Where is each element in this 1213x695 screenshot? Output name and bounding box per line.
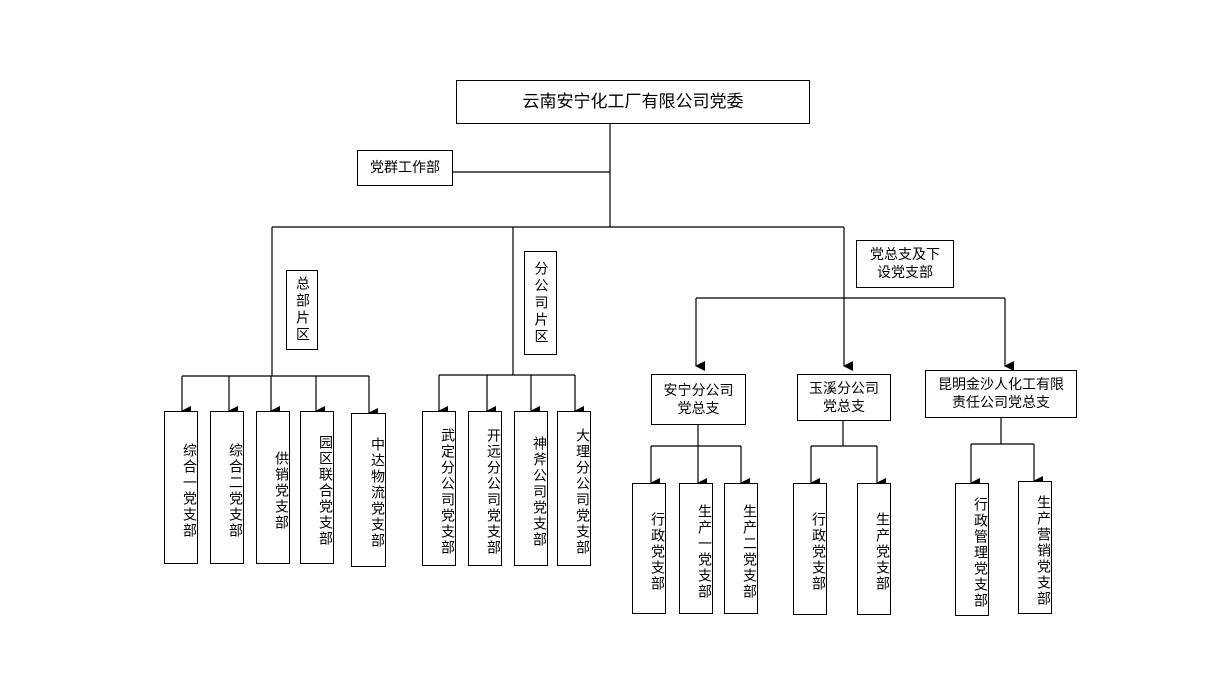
hq-branch-node: 综合一党支部: [164, 411, 198, 564]
sub-unit-node: 生产二党支部: [724, 483, 758, 614]
sub-unit-node: 生产营销党支部: [1018, 481, 1052, 614]
sub-unit-node: 行政党支部: [793, 483, 827, 615]
general-branch-node: 玉溪分公司 党总支: [797, 374, 891, 421]
sub-unit-node: 生产一党支部: [679, 483, 713, 614]
hq-branch-node: 综合二党支部: [210, 411, 244, 564]
sub-unit-node: 生产党支部: [857, 483, 891, 615]
hq-label: 总部片区: [286, 270, 318, 350]
general-branch-node: 安宁分公司 党总支: [651, 374, 746, 425]
sub-unit-node: 行政党支部: [632, 483, 666, 614]
general-label: 党总支及下 设党支部: [856, 240, 954, 288]
sub-label: 分公司片区: [524, 251, 557, 355]
hq-branch-node: 园区联合党支部: [300, 411, 334, 564]
sub-branch-node: 武定分公司党支部: [422, 411, 456, 566]
general-branch-node: 昆明金沙人化工有限 责任公司党总支: [925, 370, 1077, 418]
hq-branch-node: 中达物流党支部: [351, 413, 386, 567]
sub-branch-node: 开远分公司党支部: [468, 411, 502, 566]
sub-branch-node: 大理分公司党支部: [557, 411, 591, 566]
hq-branch-node: 供销党支部: [256, 411, 290, 564]
root-node: 云南安宁化工厂有限公司党委: [456, 80, 810, 124]
sub-branch-node: 神斧公司党支部: [514, 411, 548, 566]
side-office-node: 党群工作部: [357, 150, 453, 186]
sub-unit-node: 行政管理党支部: [955, 483, 989, 616]
